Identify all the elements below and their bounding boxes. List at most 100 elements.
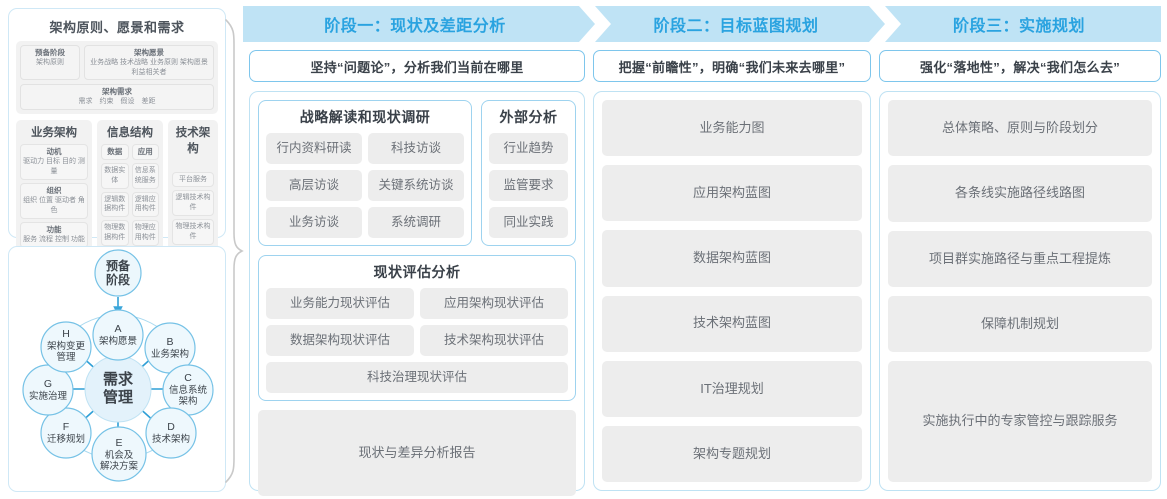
item-heading: 功能 [46, 224, 62, 234]
framework-col-business: 业务架构 动机 驱动力 目标 目的 测量 组织 组织 位置 驱动者 角色 功能 … [16, 119, 92, 254]
adm-node-h [40, 321, 92, 373]
adm-cycle-diagram: 需求 管理 预备 阶段 A 架构愿景 B 业务架构 C 信息系统 架构 D 技术… [8, 246, 226, 492]
framework-cell-vision: 架构愿景 业务战略 技术战略 业务原则 架构愿景 利益相关者 [84, 45, 214, 80]
svg-text:A: A [114, 323, 121, 335]
stage-2-subtitle: 把握“前瞻性”，明确“我们未来去哪里” [593, 50, 871, 82]
svg-text:E: E [115, 437, 122, 449]
svg-text:阶段: 阶段 [106, 272, 131, 287]
stage-banner-2[interactable]: 阶段二：目标蓝图规划 [595, 6, 885, 42]
framework-cell-requirements: 架构需求 需求 约束 假设 差距 [20, 84, 214, 110]
framework-item-data: 数据 [101, 143, 129, 161]
framework-item-organization: 组织 组织 位置 驱动者 角色 [20, 182, 88, 219]
item-heading: 组织 [46, 185, 62, 195]
stage-2-item[interactable]: 业务能力图 [602, 100, 862, 157]
stage-3-item[interactable]: 项目群实施路径与重点工程提炼 [888, 230, 1152, 287]
item-sub: 逻辑应用构件 [134, 195, 156, 213]
external-analysis-title: 外部分析 [499, 109, 558, 125]
assessment-card: 现状评估分析 业务能力现状评估 应用架构现状评估 数据架构现状评估 技术架构现状… [258, 255, 576, 401]
item-heading: 数据 [107, 146, 123, 156]
adm-node-d [145, 407, 197, 459]
stage-2-item[interactable]: 应用架构蓝图 [602, 165, 862, 222]
stage-banner-3-label: 阶段三：实施规划 [952, 18, 1085, 35]
stage-2-item[interactable]: 数据架构蓝图 [602, 230, 862, 287]
svg-text:机会及: 机会及 [105, 449, 134, 461]
adm-cycle-svg: 需求 管理 预备 阶段 A 架构愿景 B 业务架构 C 信息系统 架构 D 技术… [22, 249, 214, 482]
research-card-title: 战略解读和现状调研 [299, 109, 431, 125]
svg-text:D: D [167, 421, 175, 433]
stage-2-item[interactable]: 技术架构蓝图 [602, 295, 862, 352]
framework-item-application: 应用 [131, 143, 159, 161]
stage-3-item[interactable]: 总体策略、原则与阶段划分 [888, 100, 1152, 157]
stage-3-item[interactable]: 各条线实施路径线路图 [888, 165, 1152, 222]
svg-text:C: C [184, 372, 192, 384]
framework-architecture-columns: 业务架构 动机 驱动力 目标 目的 测量 组织 组织 位置 驱动者 角色 功能 … [16, 119, 218, 254]
svg-text:管理: 管理 [56, 351, 76, 363]
stage-banner: 阶段一：现状及差距分析 阶段二：目标蓝图规划 阶段三：实施规划 [243, 6, 1161, 42]
stage-3-item[interactable]: 保障机制规划 [888, 295, 1152, 353]
assessment-card-title: 现状评估分析 [373, 264, 461, 280]
external-item[interactable]: 监管要求 [489, 170, 568, 201]
stage-banner-1[interactable]: 阶段一：现状及差距分析 [243, 6, 595, 42]
stage-3-column: 总体策略、原则与阶段划分 各条线实施路径线路图 项目群实施路径与重点工程提炼 保… [879, 91, 1161, 491]
stage-2-item[interactable]: IT治理规划 [602, 360, 862, 417]
item-sub: 组织 位置 驱动者 角色 [23, 197, 85, 214]
framework-item-motivation: 动机 驱动力 目标 目的 测量 [20, 143, 88, 180]
item-sub: 数据实体 [104, 167, 126, 184]
svg-text:解决方案: 解决方案 [100, 460, 139, 472]
research-item[interactable]: 关键系统访谈 [368, 170, 464, 201]
research-item[interactable]: 行内资料研读 [266, 133, 362, 164]
external-item[interactable]: 行业趋势 [489, 133, 568, 164]
framework-item-physical-data: 物理数据构件 [101, 220, 129, 246]
framework-cell-preliminary: 预备阶段 架构原则 [20, 45, 80, 80]
grouping-bracket [225, 19, 244, 483]
adm-node-a [92, 309, 144, 361]
assessment-item[interactable]: 应用架构现状评估 [420, 288, 568, 319]
assessment-item[interactable]: 数据架构现状评估 [266, 325, 414, 356]
research-item[interactable]: 系统调研 [368, 207, 464, 238]
assessment-item[interactable]: 技术架构现状评估 [420, 325, 568, 356]
stage-2-column: 业务能力图 应用架构蓝图 数据架构蓝图 技术架构蓝图 IT治理规划 架构专题规划 [593, 91, 871, 491]
framework-item-is-service: 信息系统服务 [131, 163, 159, 189]
assessment-item[interactable]: 业务能力现状评估 [266, 288, 414, 319]
framework-requirements-band: 预备阶段 架构原则 架构愿景 业务战略 技术战略 业务原则 架构愿景 利益相关者… [16, 41, 218, 114]
left-reference-column: 架构原则、愿景和需求 预备阶段 架构原则 架构愿景 业务战略 技术战略 业务原则… [8, 8, 226, 492]
research-item[interactable]: 高层访谈 [266, 170, 362, 201]
item-sub: 驱动力 目标 目的 测量 [23, 158, 85, 175]
cell-sub: 业务战略 技术战略 业务原则 架构愿景 利益相关者 [90, 59, 208, 76]
research-card: 战略解读和现状调研 行内资料研读 科技访谈 高层访谈 关键系统访谈 业务访谈 系… [258, 100, 472, 246]
col-title: 业务架构 [31, 126, 77, 139]
framework-item-function: 功能 服务 流程 控制 功能 [20, 221, 88, 249]
framework-col-information: 信息结构 数据 数据实体 逻辑数据构件 物理数据构件 应用 信息系统服务 逻辑应… [97, 119, 163, 254]
assessment-card-items: 业务能力现状评估 应用架构现状评估 数据架构现状评估 技术架构现状评估 [266, 288, 568, 356]
stage-2-item[interactable]: 架构专题规划 [602, 425, 862, 483]
assessment-item-full[interactable]: 科技治理现状评估 [266, 362, 568, 393]
framework-item-logical-tech: 逻辑技术构件 [172, 190, 214, 216]
svg-text:业务架构: 业务架构 [151, 348, 189, 360]
framework-item-logical-app: 逻辑应用构件 [131, 191, 159, 218]
item-heading: 动机 [46, 146, 62, 156]
item-sub: 物理数据构件 [104, 224, 126, 242]
framework-item-physical-tech: 物理技术构件 [172, 218, 214, 245]
framework-item-data-entity: 数据实体 [101, 163, 129, 189]
svg-text:架构变更: 架构变更 [47, 340, 86, 352]
stage-3-subtitle: 强化“落地性”，解决“我们怎么去” [879, 50, 1161, 82]
cell-sub: 需求 约束 假设 差距 [78, 98, 156, 106]
stage-banner-1-label: 阶段一：现状及差距分析 [324, 18, 506, 35]
external-item[interactable]: 同业实践 [489, 207, 568, 238]
stage-1-column: 战略解读和现状调研 行内资料研读 科技访谈 高层访谈 关键系统访谈 业务访谈 系… [249, 91, 585, 496]
framework-subcol-data: 数据 数据实体 逻辑数据构件 物理数据构件 [101, 143, 129, 246]
cell-heading: 架构需求 [102, 87, 132, 96]
research-item[interactable]: 业务访谈 [266, 207, 362, 238]
framework-title: 架构原则、愿景和需求 [49, 20, 185, 35]
research-card-items: 行内资料研读 科技访谈 高层访谈 关键系统访谈 业务访谈 系统调研 [266, 133, 464, 238]
framework-item-logical-data: 逻辑数据构件 [101, 191, 129, 218]
research-item[interactable]: 科技访谈 [368, 133, 464, 164]
svg-text:B: B [166, 336, 173, 348]
stage-banner-3[interactable]: 阶段三：实施规划 [885, 6, 1161, 42]
stage-1-report[interactable]: 现状与差异分析报告 [258, 410, 576, 496]
cell-sub: 架构原则 [36, 59, 64, 67]
item-sub: 信息系统服务 [134, 167, 156, 184]
stage-3-item[interactable]: 实施执行中的专家管控与跟踪服务 [888, 361, 1152, 483]
svg-text:H: H [62, 328, 70, 340]
svg-text:预备: 预备 [106, 258, 131, 273]
